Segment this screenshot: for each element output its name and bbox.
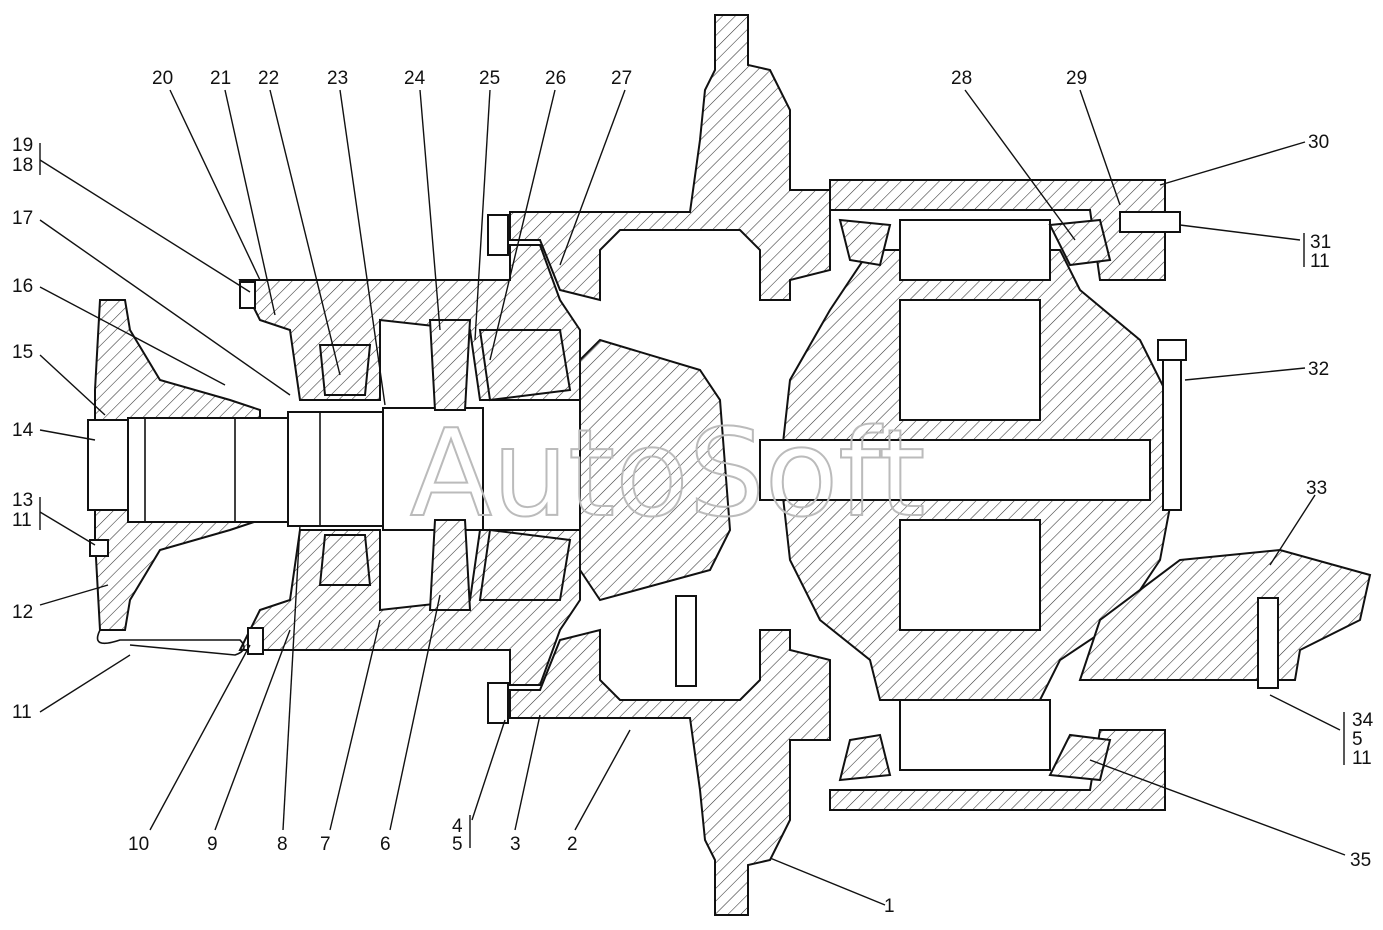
callout-28: 28: [951, 68, 972, 89]
callout-30: 30: [1308, 132, 1329, 153]
callout-27: 27: [611, 68, 632, 89]
bevel-pinion: [579, 338, 732, 602]
callout-13: 13: [12, 490, 33, 511]
callout-15: 15: [12, 342, 33, 363]
pinion-shaft: [127, 407, 484, 531]
callout-35: 35: [1350, 850, 1371, 871]
bolts: [89, 211, 1279, 724]
callout-5-bottom: 5: [452, 834, 463, 855]
callout-4: 4: [452, 816, 463, 837]
callout-32: 32: [1308, 359, 1329, 380]
callout-33: 33: [1306, 478, 1327, 499]
callout-23: 23: [327, 68, 348, 89]
callout-19: 19: [12, 135, 33, 156]
callout-2: 2: [567, 834, 578, 855]
callout-9: 9: [207, 834, 218, 855]
differential-case: [759, 219, 1177, 771]
locking-wire: [96, 629, 245, 656]
pinion-bearings: [318, 319, 572, 611]
leader-lines: [39, 89, 1346, 906]
callout-8: 8: [277, 834, 288, 855]
callout-25: 25: [479, 68, 500, 89]
drive-flange: [87, 299, 261, 631]
callout-34: 34: [1352, 710, 1374, 731]
side-bearing-caps: [829, 179, 1166, 811]
callout-16: 16: [12, 276, 33, 297]
callout-29: 29: [1066, 68, 1087, 89]
watermark-text: AutoSoft: [410, 405, 925, 544]
callout-18: 18: [12, 155, 33, 176]
callout-1: 1: [884, 896, 895, 917]
callout-5-right: 5: [1352, 729, 1363, 750]
callout-21: 21: [210, 68, 231, 89]
callout-11-right-upper: 11: [1310, 251, 1330, 272]
callout-12: 12: [12, 602, 33, 623]
callout-14: 14: [12, 420, 34, 441]
callout-11-left-lower: 11: [12, 702, 32, 723]
callout-7: 7: [320, 834, 331, 855]
callout-17: 17: [12, 208, 33, 229]
bevel-ring-gear: [1078, 548, 1372, 681]
callout-24: 24: [404, 68, 426, 89]
stack-separators: [39, 143, 1345, 848]
main-housing: [509, 14, 831, 916]
callout-26: 26: [545, 68, 566, 89]
callout-11-left-upper: 11: [12, 510, 32, 531]
callout-22: 22: [258, 68, 279, 89]
callout-labels: 20 21 22 23 24 25 26 27 28 29 30 19 18 1…: [12, 68, 1374, 917]
callout-10: 10: [128, 834, 149, 855]
callout-11-right-lower: 11: [1352, 748, 1372, 769]
callout-6: 6: [380, 834, 391, 855]
callout-31: 31: [1310, 232, 1331, 253]
callout-20: 20: [152, 68, 173, 89]
callout-3: 3: [510, 834, 521, 855]
